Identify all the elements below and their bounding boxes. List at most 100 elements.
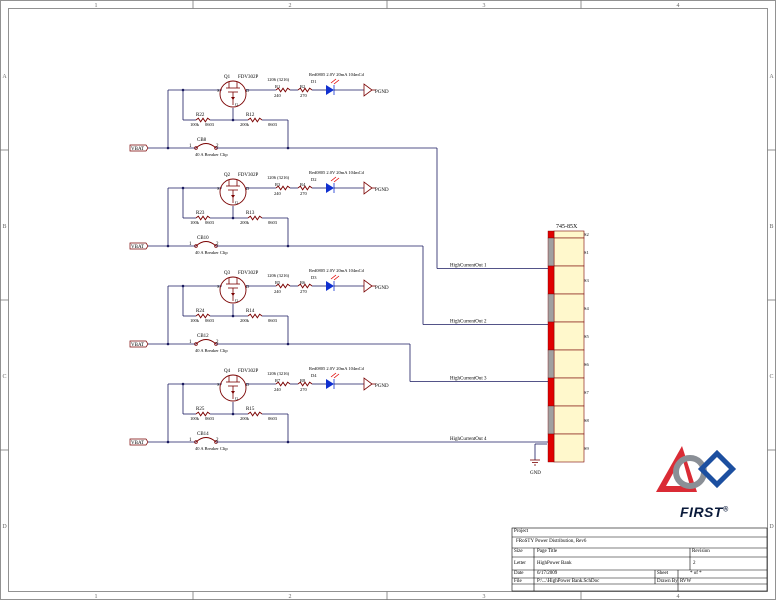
mosfet-body [219,80,247,108]
title-page-title-value: Page Title [537,549,558,554]
gate-res-pkg: 0603 [205,122,215,127]
pull-res-pkg: 0603 [268,122,278,127]
mosfet-pin-g: G [235,396,239,401]
gate-res-ref: R22 [196,113,205,118]
mosfet-part: FDV302P [238,271,259,276]
led-ref: D4 [311,373,317,378]
connector-contact [547,433,555,463]
breaker-part: 40 A Breaker Clip [195,250,228,255]
col-label-2-top: 2 [289,3,292,9]
pull-resistor [247,411,263,417]
connector-contact [547,377,555,407]
row-label-c-left: C [2,374,6,380]
res-a-val: 240 [274,387,282,392]
pgnd-symbol: PGND [363,83,389,97]
col-label-4-top: 4 [677,3,680,9]
gate-res-val: 100k [190,416,200,421]
led-part: Red0805 2.0V 20mA 104mCd [309,72,365,77]
mosfet-ref: Q2 [224,173,231,178]
res-a-val: 240 [274,93,282,98]
col-label-3-bottom: 3 [483,594,486,600]
connector-contact [547,349,555,379]
connector-pin-label: S7 [584,390,590,395]
net-label: HighCurrentOut 3 [450,377,487,382]
breaker-pin2-label: 2 [216,340,219,345]
row-label-c-right: C [769,374,773,380]
connector-pin-label: S4 [584,306,590,311]
gate-res-pkg: 0603 [205,220,215,225]
col-label-2-bottom: 2 [289,594,292,600]
row-label-d-left: D [2,524,7,530]
vbat-port-shape [129,144,149,152]
breaker-pin-1 [194,244,198,248]
vbat-port: VBAT [129,144,149,152]
gate-res-val: 100k [190,220,200,225]
connector-pin-s4: S4 [547,293,590,323]
pgnd-symbol: PGND [363,377,389,391]
res-a-pkg: 1206 (3216) [267,77,290,82]
connector-pin-label: S9 [584,446,590,451]
breaker-pin1-label: 1 [189,144,192,149]
pull-res-ref: R12 [246,113,255,118]
mosfet-part: FDV302P [238,173,259,178]
mosfet-pin-s: S [217,382,220,387]
connector-pin-s9: S9 [547,433,590,463]
res-a-val: 240 [274,289,282,294]
connector-pin-label: S6 [584,362,590,367]
row-label-d-right: D [769,524,774,530]
connector-cell [553,293,585,323]
res-b-ref: R8 [300,378,306,383]
mosfet-pin-s: S [217,88,220,93]
title-revision-label: Revision [692,549,710,554]
res-b-val: 270 [300,191,308,196]
title-drawn-value: RVW [680,579,692,584]
row-label-b-right: B [769,224,773,230]
title-date-label: Date [514,571,524,576]
connector-contact [547,230,555,239]
connector-cell [553,405,585,435]
title-file-label: File [514,579,522,584]
col-label-1-bottom: 1 [95,594,98,600]
connector-pin-label: S8 [584,418,590,423]
pgnd-symbol: PGND [363,279,389,293]
mosfet-pin-g: G [235,298,239,303]
first-logo-text: FIRST [680,504,723,520]
net-label: HighCurrentOut 2 [450,320,487,325]
connector-cell [553,321,585,351]
vbat-port: VBAT [129,242,149,250]
gate-res-val: 100k [190,122,200,127]
title-date-value: 6/17/2009 [537,571,558,576]
breaker-arc [195,143,217,149]
breaker-arc [195,241,217,247]
mosfet-body [219,374,247,402]
title-project-value: FRoSTY Power Distribution, Rev6 [516,539,587,544]
breaker-pin2-label: 2 [216,144,219,149]
series-resistor-b [297,185,313,191]
vbat-port-shape [129,438,149,446]
pull-res-val: 200k [240,416,250,421]
mosfet-ref: Q1 [224,75,231,80]
gate-resistor [195,117,211,123]
breaker-pin-1 [194,440,198,444]
title-revision-value: 2 [693,561,696,566]
connector-pin-label: S2 [584,232,589,237]
mosfet-part: FDV302P [238,369,259,374]
pgnd-triangle [363,181,373,195]
mosfet-ref: Q3 [224,271,231,276]
title-page-name: HighPower Bank [537,561,572,566]
breaker-part: 40 A Breaker Clip [195,152,228,157]
series-resistor-b [297,283,313,289]
breaker-ref: CB12 [197,334,209,339]
connector-cell [553,433,585,463]
gate-res-ref: R25 [196,407,205,412]
pgnd-triangle [363,377,373,391]
breaker-pin2-label: 2 [216,438,219,443]
title-sheet-value: * of * [690,571,702,576]
pull-res-ref: R15 [246,407,255,412]
